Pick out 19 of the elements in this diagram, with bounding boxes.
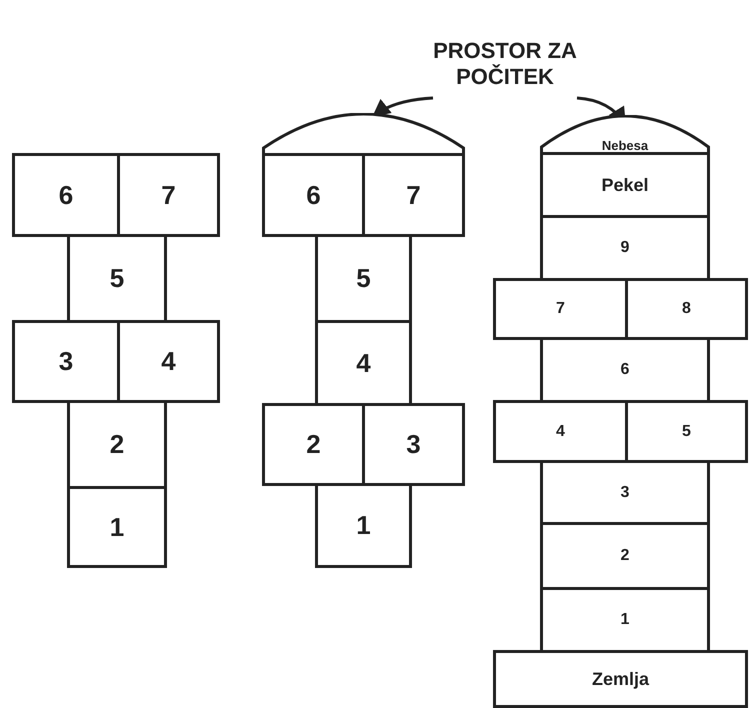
hopscotch-square: 6 (12, 153, 120, 237)
hopscotch-square: Zemlja (493, 650, 748, 708)
rest-area-dome: Nebesa (540, 115, 710, 155)
hopscotch-square: 1 (67, 486, 167, 568)
hopscotch-square: 7 (117, 153, 220, 237)
hopscotch-square: 1 (540, 587, 710, 653)
hopscotch-square: 2 (540, 522, 710, 590)
hopscotch-square: 2 (67, 400, 167, 489)
hopscotch-square: 6 (262, 153, 365, 237)
hopscotch-square: 9 (540, 215, 710, 281)
hopscotch-square: 5 (67, 234, 167, 323)
callout-label: PROSTOR ZA POČITEK (415, 38, 595, 98)
hopscotch-square: 4 (315, 320, 412, 406)
hopscotch-square: 6 (540, 337, 710, 403)
hopscotch-square: 1 (315, 483, 412, 568)
rest-area-dome (262, 113, 465, 156)
hopscotch-square: 5 (315, 234, 412, 323)
hopscotch-square: Pekel (540, 152, 710, 218)
hopscotch-square: 7 (362, 153, 465, 237)
